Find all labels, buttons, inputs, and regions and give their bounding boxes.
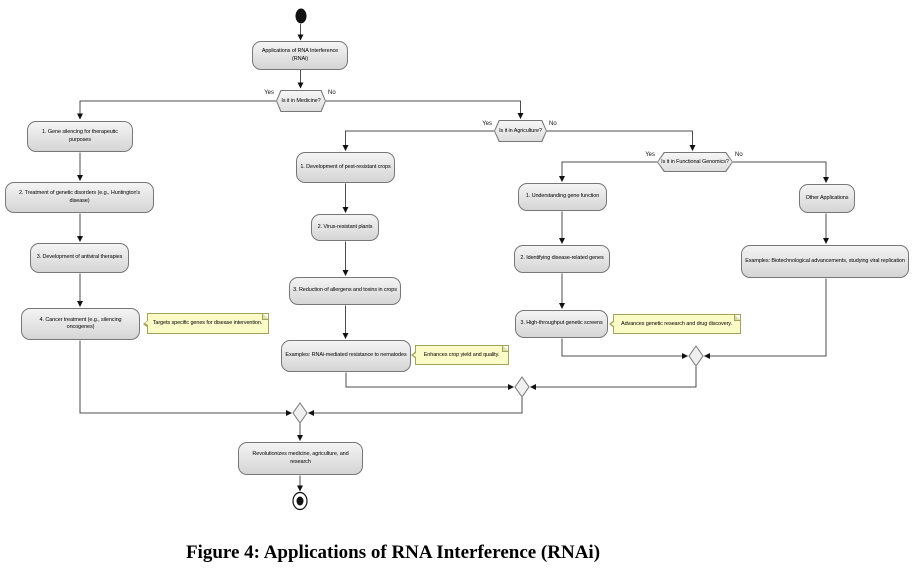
note-fold-icon bbox=[734, 315, 740, 321]
edge-label-agriculture-no: No bbox=[549, 121, 557, 127]
edge-medicine-yes bbox=[77, 100, 276, 120]
merge-diamond-2 bbox=[514, 376, 530, 398]
note-functional-genomics-text: Advances genetic research and drug disco… bbox=[621, 320, 732, 327]
activity-gene-function: 1. Understanding gene function bbox=[518, 183, 607, 211]
edge-fg-to-merge1 bbox=[561, 338, 688, 359]
merge-diamond-1 bbox=[688, 345, 704, 367]
note-agriculture-text: Enhances crop yield and quality. bbox=[423, 351, 500, 358]
edge-agri-to-merge2 bbox=[345, 372, 514, 390]
decision-medicine: Is it in Medicine? bbox=[276, 90, 326, 112]
activity-pest-resistant-crops: 1. Development of pest-resistant crops bbox=[296, 152, 395, 183]
note-fold-icon bbox=[502, 346, 508, 352]
edge-agri-yes bbox=[342, 130, 494, 151]
decision-agriculture-label: Is it in Agriculture? bbox=[495, 121, 546, 141]
activity-gene-silencing: 1. Gene silencing for therapeutic purpos… bbox=[27, 121, 133, 152]
activity-disease-genes: 2. Identifying disease-related genes bbox=[514, 245, 610, 273]
activity-cancer-treatment: 4. Cancer treatment (e.g., silencing onc… bbox=[21, 308, 140, 340]
edge-label-functional-genomics-yes: Yes bbox=[645, 152, 655, 158]
decision-functional-genomics-label: Is it in Functional Genomics? bbox=[658, 153, 732, 171]
decision-medicine-label: Is it in Medicine? bbox=[277, 91, 325, 111]
activity-allergen-reduction: 3. Reduction of allergens and toxins in … bbox=[289, 277, 401, 305]
start-node-icon bbox=[295, 8, 307, 24]
note-agriculture: Enhances crop yield and quality. bbox=[411, 345, 509, 365]
edge-fg-yes bbox=[559, 161, 657, 182]
edge-agri-no bbox=[547, 130, 696, 151]
edge-merge1-to-merge2 bbox=[530, 366, 697, 390]
figure-caption: Figure 4: Applications of RNA Interferen… bbox=[185, 542, 601, 563]
edge-label-medicine-yes: Yes bbox=[264, 90, 274, 96]
edge-label-agriculture-yes: Yes bbox=[482, 121, 492, 127]
decision-agriculture: Is it in Agriculture? bbox=[494, 120, 547, 142]
note-functional-genomics: Advances genetic research and drug disco… bbox=[609, 314, 741, 334]
note-medicine-text: Targets specific genes for disease inter… bbox=[152, 320, 263, 327]
activity-antiviral-therapies: 3. Development of antiviral therapies bbox=[30, 243, 129, 273]
edge-label-functional-genomics-no: No bbox=[735, 152, 743, 158]
edge-fg-no bbox=[733, 161, 829, 183]
activity-virus-resistant-plants: 2. Virus-resistant plants bbox=[311, 214, 379, 241]
activity-genetic-screens: 3. High-throughput genetic screens bbox=[515, 310, 608, 338]
merge-diamond-3 bbox=[292, 402, 308, 424]
activity-nematode-resistance-examples: Examples: RNAi-mediated resistance to ne… bbox=[281, 340, 411, 372]
note-fold-icon bbox=[262, 314, 268, 320]
edge-med-to-merge3 bbox=[79, 340, 292, 416]
activity-genetic-disorders: 2. Treatment of genetic disorders (e.g.,… bbox=[5, 182, 154, 213]
end-node-icon bbox=[292, 491, 308, 511]
edge-medicine-no bbox=[326, 100, 524, 119]
edge-merge2-to-merge3 bbox=[308, 397, 523, 416]
activity-biotech-examples: Examples: Biotechnological advancements,… bbox=[741, 245, 909, 278]
activity-root: Applications of RNA Interference (RNAi) bbox=[252, 41, 348, 70]
edge-other-to-merge1 bbox=[704, 278, 827, 359]
decision-functional-genomics: Is it in Functional Genomics? bbox=[657, 152, 733, 172]
note-medicine: Targets specific genes for disease inter… bbox=[143, 313, 269, 334]
activity-other-applications: Other Applications bbox=[799, 184, 855, 213]
edge-label-medicine-no: No bbox=[328, 90, 336, 96]
activity-final-summary: Revolutionizes medicine, agriculture, an… bbox=[238, 442, 363, 475]
